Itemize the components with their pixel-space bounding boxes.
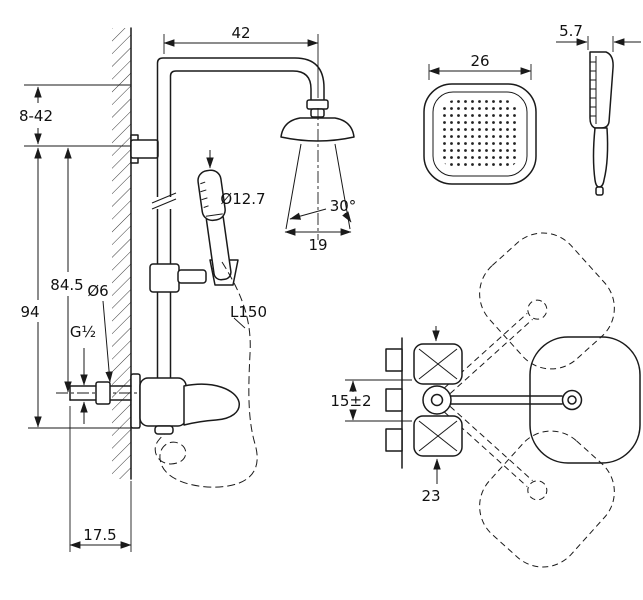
dim-head-width-label: 26 <box>470 52 489 70</box>
hand-shower-side <box>197 169 232 281</box>
dim-body-depth-label: 23 <box>421 487 440 505</box>
dim-handshower-diameter-label: Ø12.7 <box>220 190 265 208</box>
overhead-shower-front: 26 <box>423 52 537 185</box>
inlet-pipe <box>56 381 140 405</box>
dim-wall-offset: 17.5 <box>69 406 132 552</box>
swivel-position-down <box>444 406 615 568</box>
overhead-shower-side <box>280 99 355 142</box>
profile-head <box>589 51 614 129</box>
hand-shower-profile: 5.7 <box>556 22 641 196</box>
dim-body-depth: 23 <box>421 458 441 505</box>
head-ball-joint <box>310 108 325 118</box>
swivel-position-up <box>444 232 615 394</box>
valve-detail: 15±2 23 <box>330 232 641 568</box>
head-connector-nut <box>306 99 329 110</box>
wall-fittings <box>385 348 403 452</box>
dim-column-height: 94 <box>20 147 140 429</box>
hand-shower-head <box>197 169 226 222</box>
dim-mount-range: 8-42 <box>19 84 131 147</box>
pipe-nut <box>95 381 111 405</box>
dim-hose-length: L150 <box>230 303 267 329</box>
pipe-break-line <box>151 198 177 210</box>
dim-spray-width-label: 19 <box>308 236 327 254</box>
mixer-spout <box>130 373 240 435</box>
dim-spray-width: 19 <box>284 228 352 254</box>
dim-outlet-height: 84.5 <box>50 147 84 393</box>
dim-screw-diameter-label: Ø6 <box>87 282 108 300</box>
dim-spray-angle: 30° <box>289 197 357 223</box>
dim-head-thickness-label: 5.7 <box>559 22 583 40</box>
dim-thread-size-label: G½ <box>70 323 96 341</box>
escutcheon <box>130 373 141 429</box>
dim-column-height-label: 94 <box>20 303 39 321</box>
hand-shower-handle <box>205 211 232 281</box>
head-front-rim <box>432 91 528 177</box>
dim-outlet-height-label: 84.5 <box>50 276 83 294</box>
dim-wall-offset-label: 17.5 <box>83 526 116 544</box>
dim-spray-angle-label: 30° <box>330 197 357 215</box>
hose-outlet <box>154 425 174 435</box>
profile-handle <box>592 127 609 188</box>
shower-column <box>151 57 325 379</box>
spray-edge-left <box>285 143 302 230</box>
dim-screw-diameter: Ø6 <box>87 282 113 383</box>
dim-hose-length-label: L150 <box>230 303 267 321</box>
pipe-break-line <box>151 192 177 204</box>
wall-section <box>112 27 132 480</box>
overhead-head-outline <box>280 117 355 142</box>
shower-hose <box>154 261 258 488</box>
swivel-position-mid <box>450 336 641 464</box>
dim-arm-reach-label: 42 <box>231 24 250 42</box>
dim-inlet-spacing-label: 15±2 <box>330 392 371 410</box>
head-front-outline <box>423 83 537 185</box>
dim-handshower-diameter: Ø12.7 <box>206 150 266 208</box>
dim-mount-range-label: 8-42 <box>19 107 53 125</box>
pivot-hub <box>422 385 452 415</box>
dim-inlet-spacing: 15±2 <box>330 379 412 422</box>
spout <box>183 383 240 426</box>
dim-thread-size: G½ <box>70 323 96 424</box>
wall-bracket <box>130 134 159 164</box>
dim-arm-reach: 42 <box>163 24 319 98</box>
mixer-body <box>139 377 187 427</box>
wall-hatch <box>112 28 131 479</box>
valve-body <box>413 343 463 457</box>
spray-face-nozzles <box>441 100 519 168</box>
profile-inlet-nub <box>595 186 604 196</box>
